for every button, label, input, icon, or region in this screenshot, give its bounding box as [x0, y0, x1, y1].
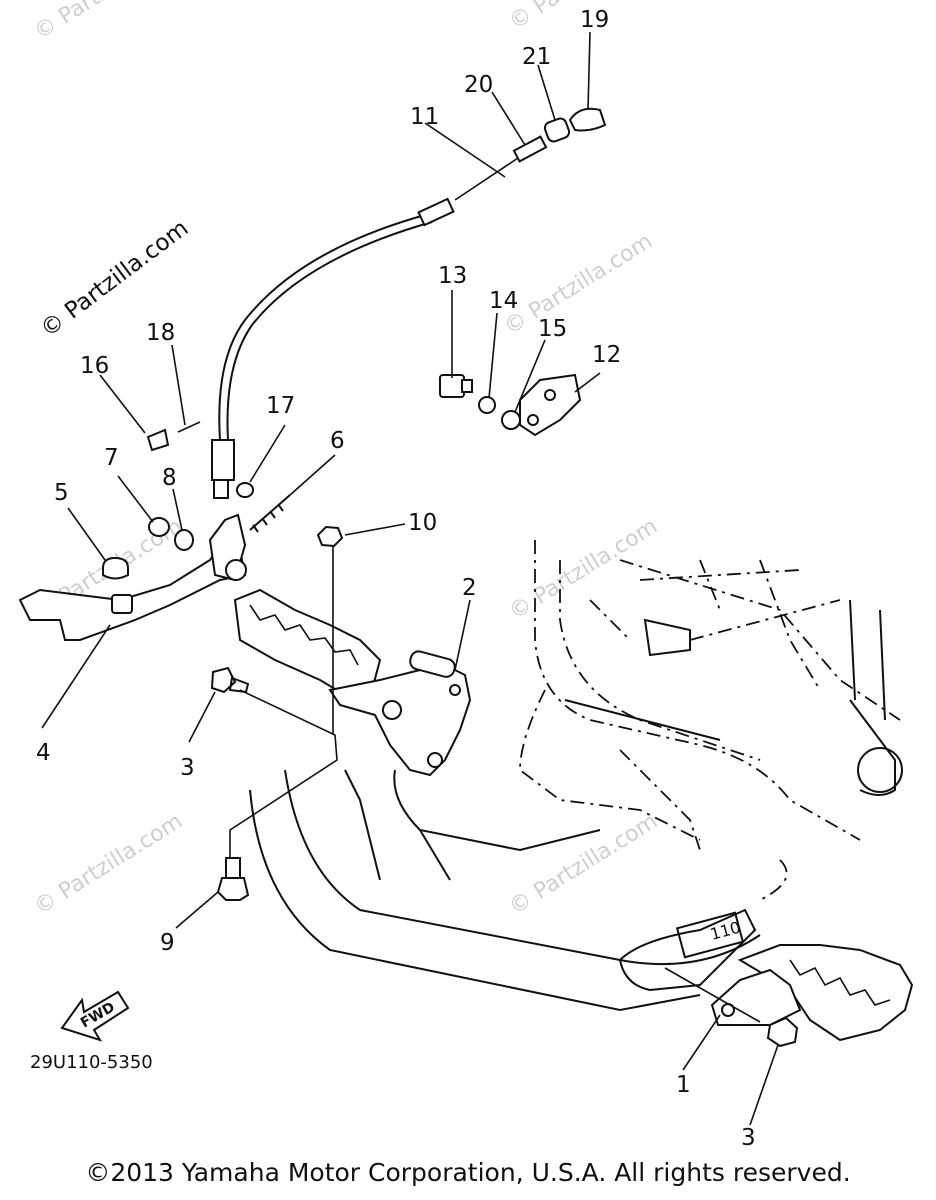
callout-10: 10 [408, 510, 437, 536]
washer-15 [501, 410, 521, 430]
callout-4: 4 [36, 740, 51, 766]
frame-outline [519, 540, 901, 901]
brake-cable [211, 135, 548, 499]
callout-3-right: 3 [741, 1125, 756, 1151]
leader-lines [41, 31, 779, 1126]
footrest-right [710, 944, 914, 1042]
callout-5: 5 [54, 480, 69, 506]
callout-11: 11 [410, 104, 439, 130]
callout-16: 16 [80, 353, 109, 379]
spring-6 [249, 494, 291, 533]
callout-2: 2 [462, 575, 477, 601]
callout-19: 19 [580, 7, 609, 33]
callout-13: 13 [438, 263, 467, 289]
adjuster-parts [543, 107, 607, 143]
diagram-code: 29U110-5350 [30, 1052, 153, 1073]
washer-7 [148, 517, 170, 537]
brake-pedal [18, 513, 247, 641]
bolt-13 [439, 374, 465, 398]
callouts: 19 21 20 11 13 14 15 12 18 16 17 6 7 8 5… [36, 7, 756, 1151]
callout-9: 9 [160, 930, 175, 956]
washer-14 [478, 396, 496, 414]
watermark-faint: © Partzilla.com [500, 229, 657, 340]
bracket-12 [519, 373, 582, 437]
frame-stamp: 110 [708, 918, 742, 944]
cap-5 [102, 556, 129, 580]
faint-watermarks: © Partzilla.com © Partzilla.com © Partzi… [30, 0, 662, 920]
callout-21: 21 [522, 44, 551, 70]
nut-10 [316, 525, 344, 548]
cotter-pin-18 [177, 421, 201, 433]
clip-17 [236, 482, 254, 498]
bolt-9 [216, 857, 250, 901]
watermark-faint: © Partzilla.com [30, 0, 187, 45]
watermark-faint: © Partzilla.com [505, 809, 662, 920]
callout-6: 6 [330, 428, 345, 454]
callout-12: 12 [592, 342, 621, 368]
callout-18: 18 [146, 320, 175, 346]
bracket-hole [527, 414, 539, 426]
callout-7: 7 [104, 445, 119, 471]
callout-1: 1 [676, 1072, 691, 1098]
callout-15: 15 [538, 316, 567, 342]
pin-16 [146, 428, 170, 452]
callout-20: 20 [464, 72, 493, 98]
frame-tubes [249, 599, 903, 1012]
watermark-faint: © Partzilla.com [30, 809, 187, 920]
callout-14: 14 [489, 288, 518, 314]
bolt-13-shank [461, 379, 473, 393]
callout-17: 17 [266, 393, 295, 419]
callout-8: 8 [162, 465, 177, 491]
copyright-notice: ©2013 Yamaha Motor Corporation, U.S.A. A… [85, 1158, 851, 1187]
callout-3-left: 3 [180, 755, 195, 781]
bolt-3-left [210, 666, 250, 694]
forward-arrow: FWD [60, 990, 130, 1042]
watermark-faint: © Partzilla.com [505, 514, 662, 625]
footrest-left [233, 588, 472, 777]
washer-8 [174, 529, 194, 551]
bracket-hole [544, 389, 556, 401]
bolt-3-right [766, 1016, 799, 1048]
